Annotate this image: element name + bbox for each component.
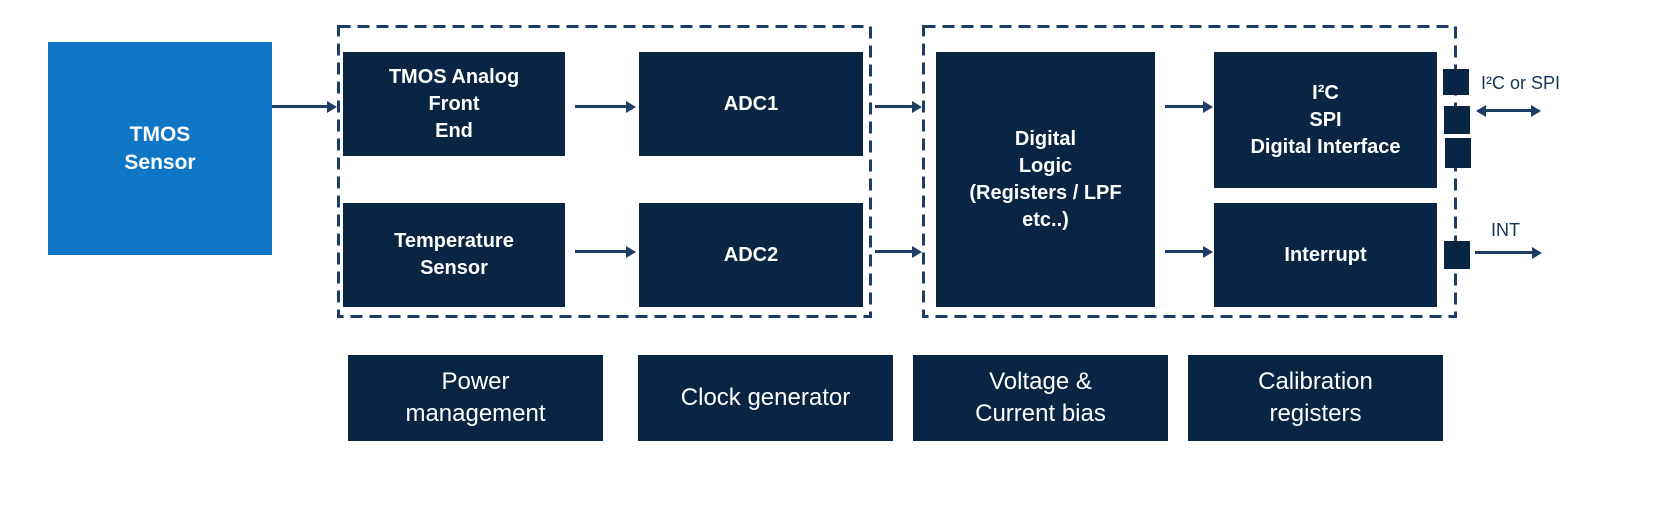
pin-i2c-spi-3	[1445, 138, 1471, 168]
arrow-afe-to-adc1	[575, 105, 626, 108]
pin-int	[1444, 241, 1470, 269]
digital-logic-box: Digital Logic (Registers / LPF etc..)	[936, 52, 1155, 307]
tmos-sensor-box: TMOS Sensor	[48, 42, 272, 255]
arrow-digital-logic-to-interrupt	[1165, 250, 1203, 253]
i2c-spi-label: I²C or SPI	[1481, 73, 1561, 93]
digital-interface-box: I²C SPI Digital Interface	[1214, 52, 1437, 188]
clock-generator-box: Clock generator	[638, 355, 893, 441]
power-management-box: Power management	[348, 355, 603, 441]
interrupt-box: Interrupt	[1214, 203, 1437, 307]
tmos-analog-front-end-box: TMOS Analog Front End	[343, 52, 565, 156]
arrow-digital-logic-to-interface	[1165, 105, 1203, 108]
pin-i2c-spi-1	[1443, 69, 1469, 95]
pin-i2c-spi-2	[1444, 106, 1470, 134]
arrow-temp-to-adc2	[575, 250, 626, 253]
adc2-box: ADC2	[639, 203, 863, 307]
temperature-sensor-box: Temperature Sensor	[343, 203, 565, 307]
arrow-int-output	[1475, 251, 1532, 254]
digital-group-dashed-border	[922, 25, 1457, 318]
analog-group-dashed-border	[337, 25, 872, 318]
voltage-current-bias-box: Voltage & Current bias	[913, 355, 1168, 441]
adc1-box: ADC1	[639, 52, 863, 156]
arrow-adc2-to-digital-logic	[875, 250, 912, 253]
calibration-registers-box: Calibration registers	[1188, 355, 1443, 441]
arrow-adc1-to-digital-logic	[875, 105, 912, 108]
int-label: INT	[1491, 220, 1520, 240]
arrow-i2c-spi-bidirectional	[1486, 109, 1531, 112]
arrow-sensor-to-afe	[272, 105, 327, 108]
